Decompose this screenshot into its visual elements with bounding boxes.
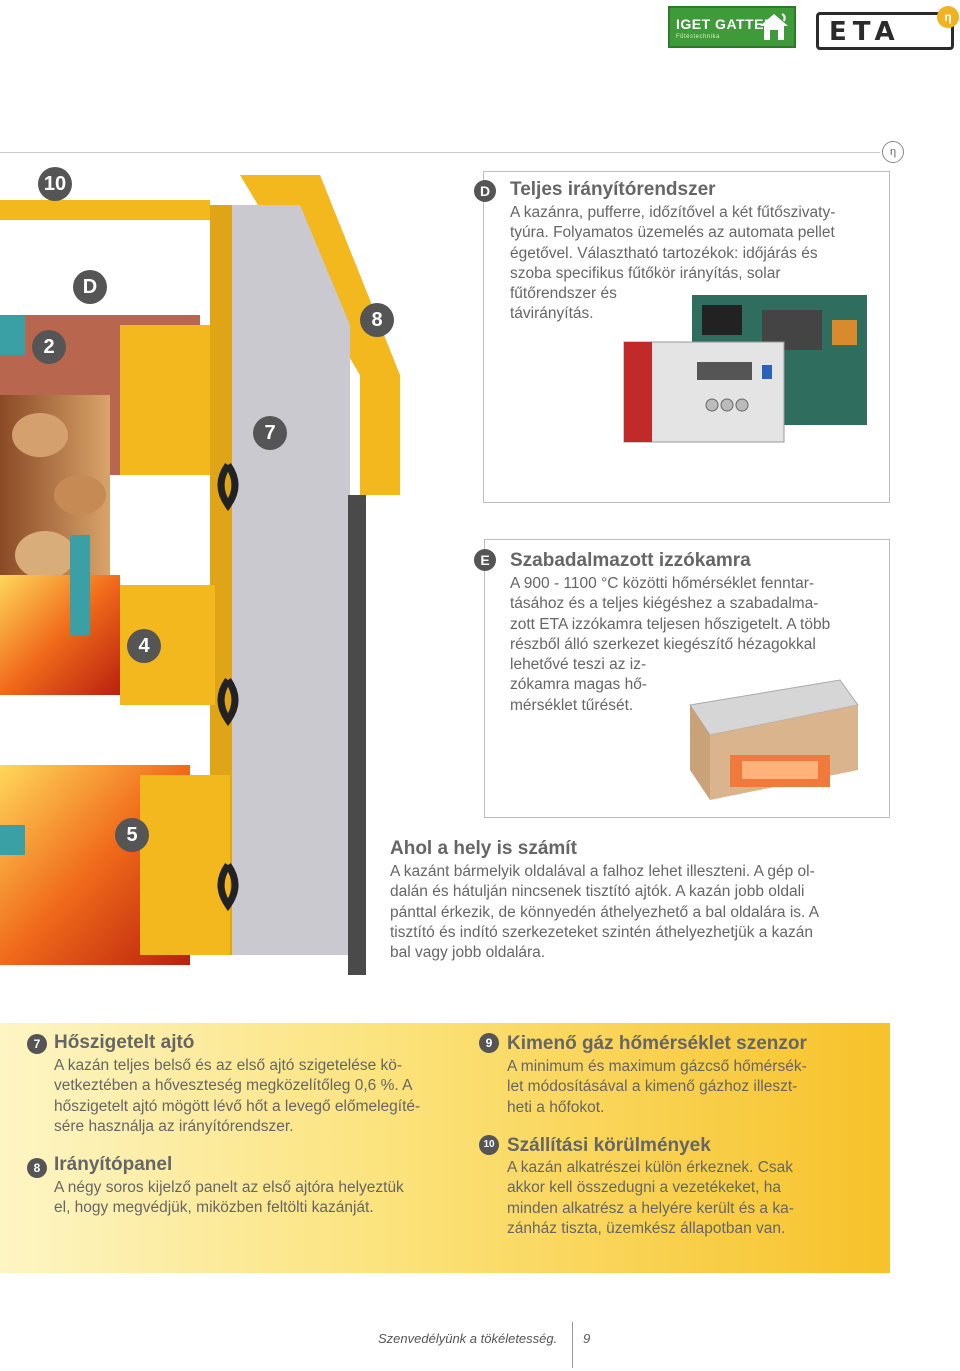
item-7-title: Hőszigetelt ajtó	[54, 1032, 195, 1053]
footer-divider	[572, 1322, 573, 1368]
item-8-text: A négy soros kijelző panelt az első ajtó…	[54, 1179, 404, 1217]
item-10-title: Szállítási körülmények	[507, 1135, 711, 1156]
item-10-number: 10	[479, 1135, 499, 1155]
item-8-number: 8	[27, 1158, 47, 1178]
callout-5: 5	[115, 818, 149, 852]
item-9-text: A minimum és maximum gázcső hőmérsék- le…	[507, 1058, 807, 1116]
boiler-cutaway-illustration: 10 2 D 8 7 4 5	[0, 167, 420, 975]
item-9-title: Kimenő gáz hőmérséklet szenzor	[507, 1033, 807, 1054]
section-e-text: A 900 - 1100 °C közötti hőmérséklet fenn…	[510, 575, 831, 714]
features-band: 7 Hőszigetelt ajtó A kazán teljes belső …	[0, 1023, 890, 1273]
page-number: 9	[583, 1331, 591, 1346]
callout-8: 8	[360, 303, 394, 337]
place-text: A kazánt bármelyik oldalával a falhoz le…	[390, 863, 820, 962]
boiler-drawing	[0, 175, 400, 975]
section-e-title: Szabadalmazott izzókamra	[510, 550, 751, 571]
callout-d: D	[73, 270, 107, 304]
callout-2: 2	[32, 330, 66, 364]
house-icon	[760, 13, 788, 40]
eta-symbol-icon: η	[882, 141, 904, 163]
callout-4: 4	[127, 629, 161, 663]
item-7-text: A kazán teljes belső és az első ajtó szi…	[54, 1057, 421, 1135]
item-10-text: A kazán alkatrészei külön érkeznek. Csak…	[507, 1159, 794, 1237]
control-panel-image	[623, 295, 867, 443]
eta-logo-text: ETA	[829, 17, 901, 47]
section-d-text: A kazánra, pufferre, időzítővel a két fű…	[510, 204, 836, 323]
callout-10: 10	[38, 167, 72, 201]
place-title: Ahol a hely is számít	[390, 838, 577, 859]
callout-7: 7	[253, 416, 287, 450]
section-d-title: Teljes irányítórendszer	[510, 179, 716, 200]
eta-logo: ETA η	[816, 6, 959, 50]
footer-slogan: Szenvedélyünk a tökéletesség.	[378, 1331, 558, 1346]
section-d-letter: D	[474, 180, 496, 202]
item-8-title: Irányítópanel	[54, 1154, 173, 1175]
iget-logo-text: IGET GATTER	[676, 16, 775, 32]
glow-chamber-image	[689, 679, 859, 800]
iget-gatter-logo: IGET GATTER Fűtéstechnika	[668, 6, 796, 48]
iget-logo-subtext: Fűtéstechnika	[676, 34, 720, 40]
eta-logo-badge: η	[937, 6, 959, 28]
item-7-number: 7	[27, 1034, 47, 1054]
top-divider	[0, 152, 880, 153]
section-e-letter: E	[474, 549, 496, 571]
item-9-number: 9	[479, 1033, 499, 1053]
